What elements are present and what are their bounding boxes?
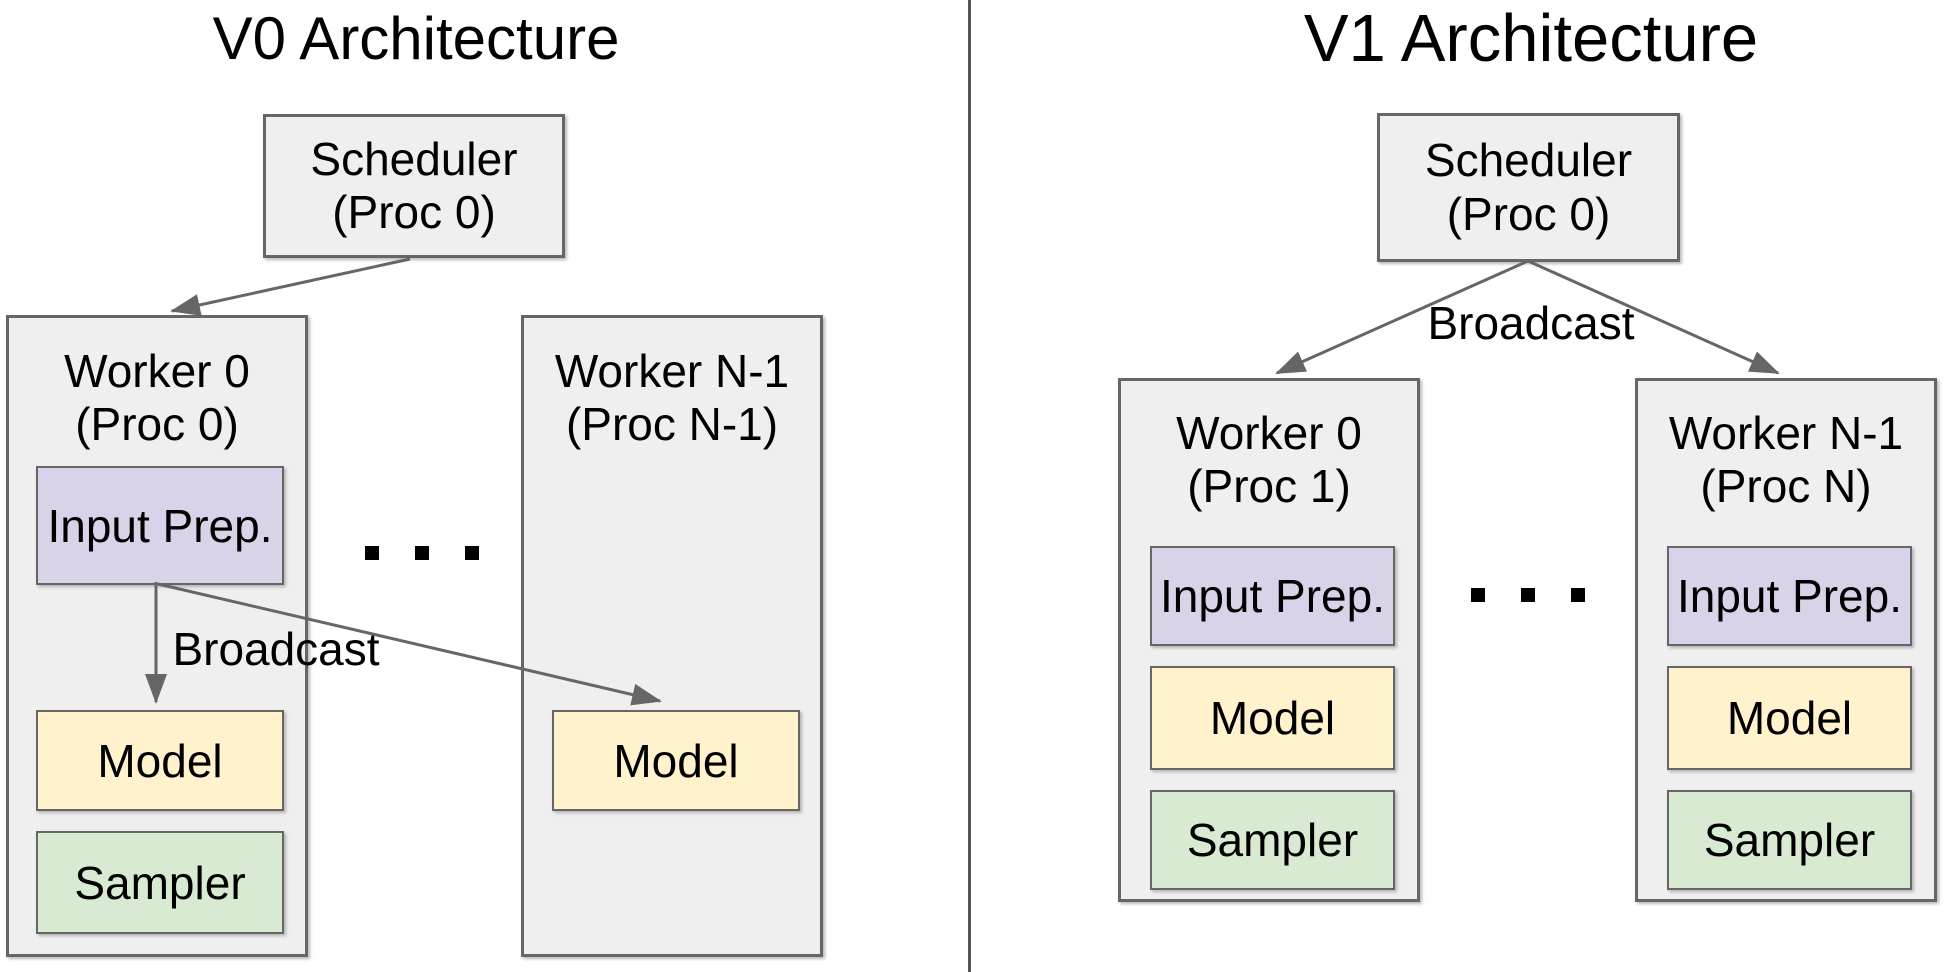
v1-worker0-sampler-box: Sampler	[1150, 790, 1395, 890]
v0-worker0-sampler-label: Sampler	[74, 856, 246, 909]
v1-workerN-title: Worker N-1 (Proc N)	[1638, 407, 1934, 514]
v1-workerN-input-prep-label: Input Prep.	[1676, 570, 1903, 622]
dot	[365, 546, 379, 560]
v1-worker0-input-prep-label: Input Prep.	[1159, 570, 1386, 622]
v0-worker0-title-line1: Worker 0	[64, 345, 250, 397]
v0-workerN-title-line2: (Proc N-1)	[565, 398, 779, 451]
v1-worker0-model-label: Model	[1209, 692, 1336, 744]
dot	[465, 546, 479, 560]
v1-workerN-box: Worker N-1 (Proc N) Input Prep. Model Sa…	[1635, 378, 1937, 902]
v0-worker0-title-line2: (Proc 0)	[75, 398, 239, 451]
v0-scheduler-line2: (Proc 0)	[332, 186, 496, 238]
dot	[415, 546, 429, 560]
v1-worker0-model-box: Model	[1150, 666, 1395, 770]
v1-broadcast-label: Broadcast	[1427, 297, 1635, 349]
v0-title: V0 Architecture	[212, 5, 620, 72]
dot	[1471, 588, 1485, 602]
v1-scheduler-label: Scheduler (Proc 0)	[1425, 134, 1632, 241]
v1-worker0-sampler-label: Sampler	[1186, 814, 1359, 866]
v0-workerN-model-label: Model	[613, 734, 739, 787]
v0-arrow-scheduler-to-worker0	[170, 257, 411, 316]
v1-workerN-sampler-box: Sampler	[1667, 790, 1912, 890]
dot	[1571, 588, 1585, 602]
dot	[1521, 588, 1535, 602]
v1-scheduler-line1: Scheduler	[1424, 134, 1633, 187]
v1-workerN-sampler-label: Sampler	[1703, 814, 1876, 866]
v0-broadcast-label: Broadcast	[172, 623, 380, 675]
v0-worker0-input-prep-label: Input Prep.	[47, 499, 273, 552]
v1-scheduler-box: Scheduler (Proc 0)	[1377, 113, 1680, 262]
v1-worker0-title: Worker 0 (Proc 1)	[1121, 407, 1417, 514]
v0-workerN-box: Worker N-1 (Proc N-1) Model	[521, 315, 823, 957]
v1-worker0-box: Worker 0 (Proc 1) Input Prep. Model Samp…	[1118, 378, 1420, 902]
v1-worker0-title-line2: (Proc 1)	[1187, 460, 1351, 513]
v0-ellipsis-dots	[365, 546, 479, 560]
v0-scheduler-box: Scheduler (Proc 0)	[263, 114, 565, 258]
v0-scheduler-label: Scheduler (Proc 0)	[310, 133, 517, 240]
v0-workerN-model-box: Model	[552, 710, 800, 811]
v1-worker0-input-prep-box: Input Prep.	[1150, 546, 1395, 646]
v1-workerN-model-box: Model	[1667, 666, 1912, 770]
v1-workerN-model-label: Model	[1726, 692, 1853, 744]
v0-scheduler-line1: Scheduler	[310, 132, 518, 185]
v0-worker0-title: Worker 0 (Proc 0)	[9, 345, 305, 452]
v0-worker0-sampler-box: Sampler	[36, 831, 284, 934]
v1-ellipsis-dots	[1471, 588, 1585, 602]
v0-worker0-model-box: Model	[36, 710, 284, 811]
v1-title: V1 Architecture	[1303, 1, 1759, 76]
v1-worker0-title-line1: Worker 0	[1176, 407, 1362, 459]
v1-workerN-title-line1: Worker N-1	[1668, 407, 1904, 459]
v1-workerN-input-prep-box: Input Prep.	[1667, 546, 1912, 646]
v0-workerN-title: Worker N-1 (Proc N-1)	[524, 345, 820, 452]
v0-workerN-title-line1: Worker N-1	[554, 345, 790, 397]
panel-divider	[968, 0, 971, 972]
v0-worker0-input-prep-box: Input Prep.	[36, 466, 284, 585]
v1-workerN-title-line2: (Proc N)	[1700, 460, 1872, 513]
v1-scheduler-line2: (Proc 0)	[1446, 187, 1611, 240]
v0-worker0-model-label: Model	[97, 734, 223, 787]
